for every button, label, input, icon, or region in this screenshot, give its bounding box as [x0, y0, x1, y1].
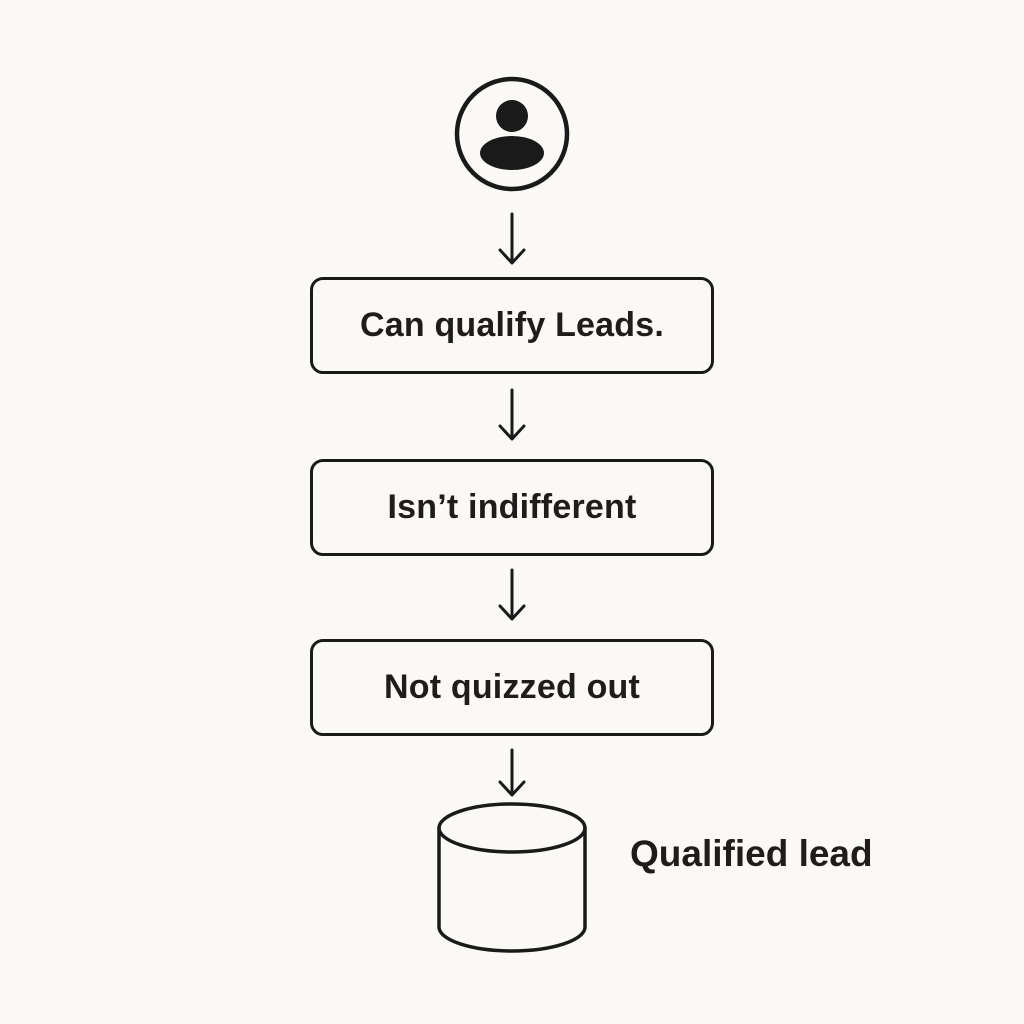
flow-step-label: Not quizzed out: [383, 668, 641, 706]
arrow-down-icon: [498, 212, 526, 265]
flow-step-label: Can qualify Leads.: [359, 306, 664, 344]
flow-step-label: Isn’t indifferent: [387, 488, 637, 526]
end-node-label: Qualified lead: [630, 833, 873, 874]
arrow-down-icon: [498, 388, 526, 441]
flow-step-not-quizzed-out: Not quizzed out: [310, 639, 714, 736]
person-icon: [454, 76, 570, 192]
arrow-down-icon: [498, 568, 526, 621]
flow-step-isnt-indifferent: Isn’t indifferent: [310, 459, 714, 556]
database-cylinder-icon: [437, 802, 587, 953]
flow-step-can-qualify-leads: Can qualify Leads.: [310, 277, 714, 374]
arrow-down-icon: [498, 748, 526, 797]
